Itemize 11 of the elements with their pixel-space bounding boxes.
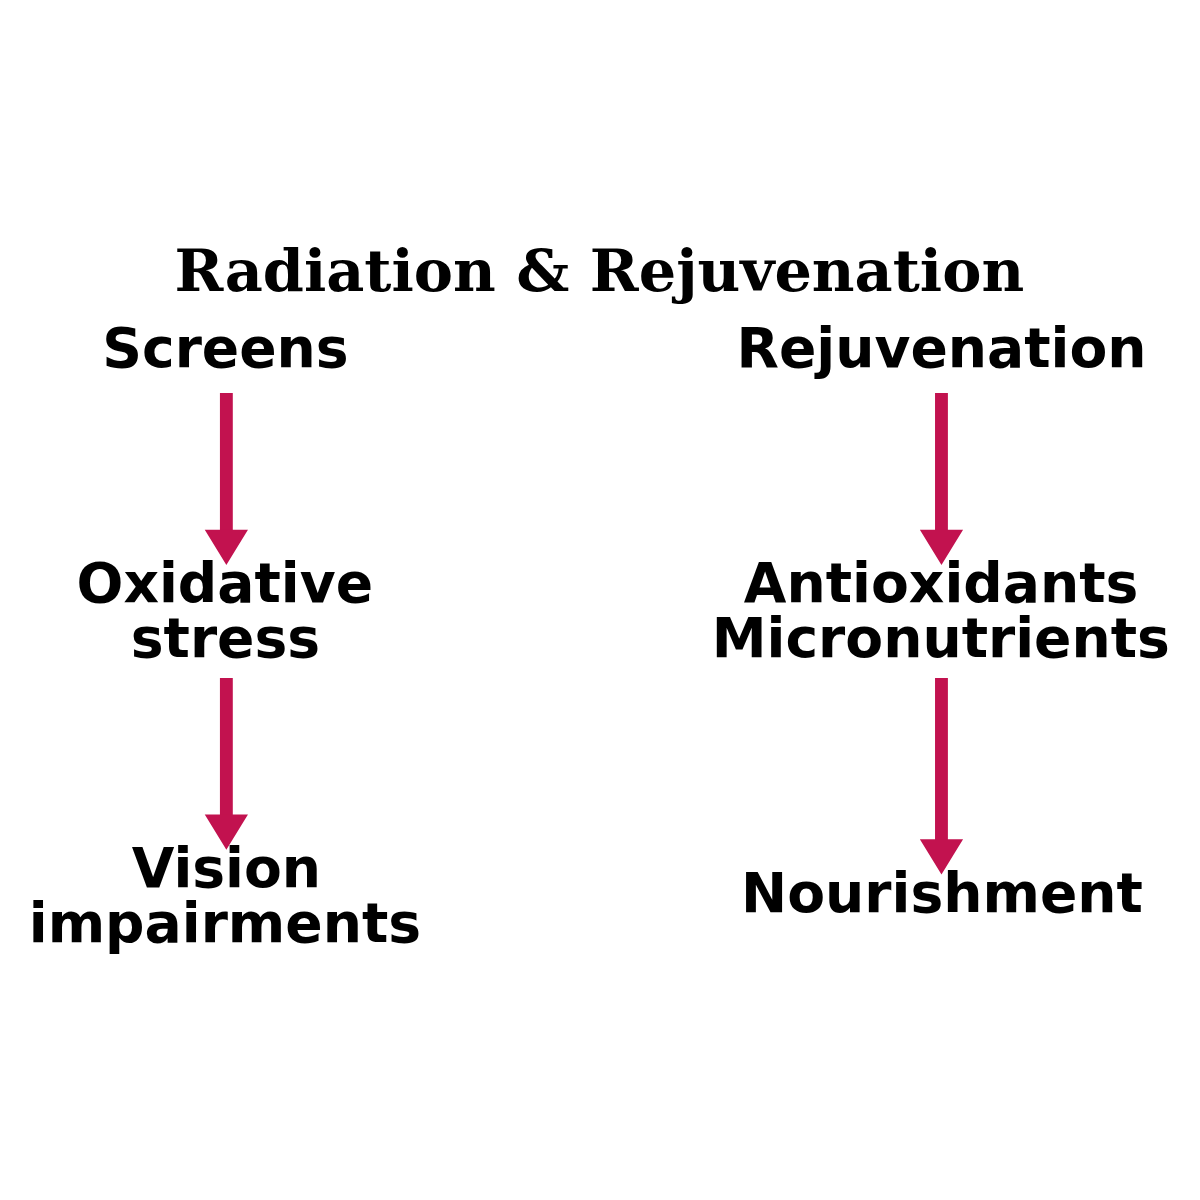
node-text: Oxidative stress [76, 550, 374, 670]
node-text: Vision impairments [28, 835, 422, 955]
node-text: Screens [102, 315, 349, 380]
arrow [919, 677, 964, 875]
arrow [204, 392, 248, 565]
arrow [919, 392, 964, 565]
arrow [204, 677, 248, 850]
diagram-title: Radiation & Rejuvenation [174, 235, 1025, 305]
node-text: Antioxidants Micronutrients [711, 550, 1170, 670]
node-text: Nourishment [741, 860, 1143, 925]
node-text: Rejuvenation [736, 315, 1147, 380]
